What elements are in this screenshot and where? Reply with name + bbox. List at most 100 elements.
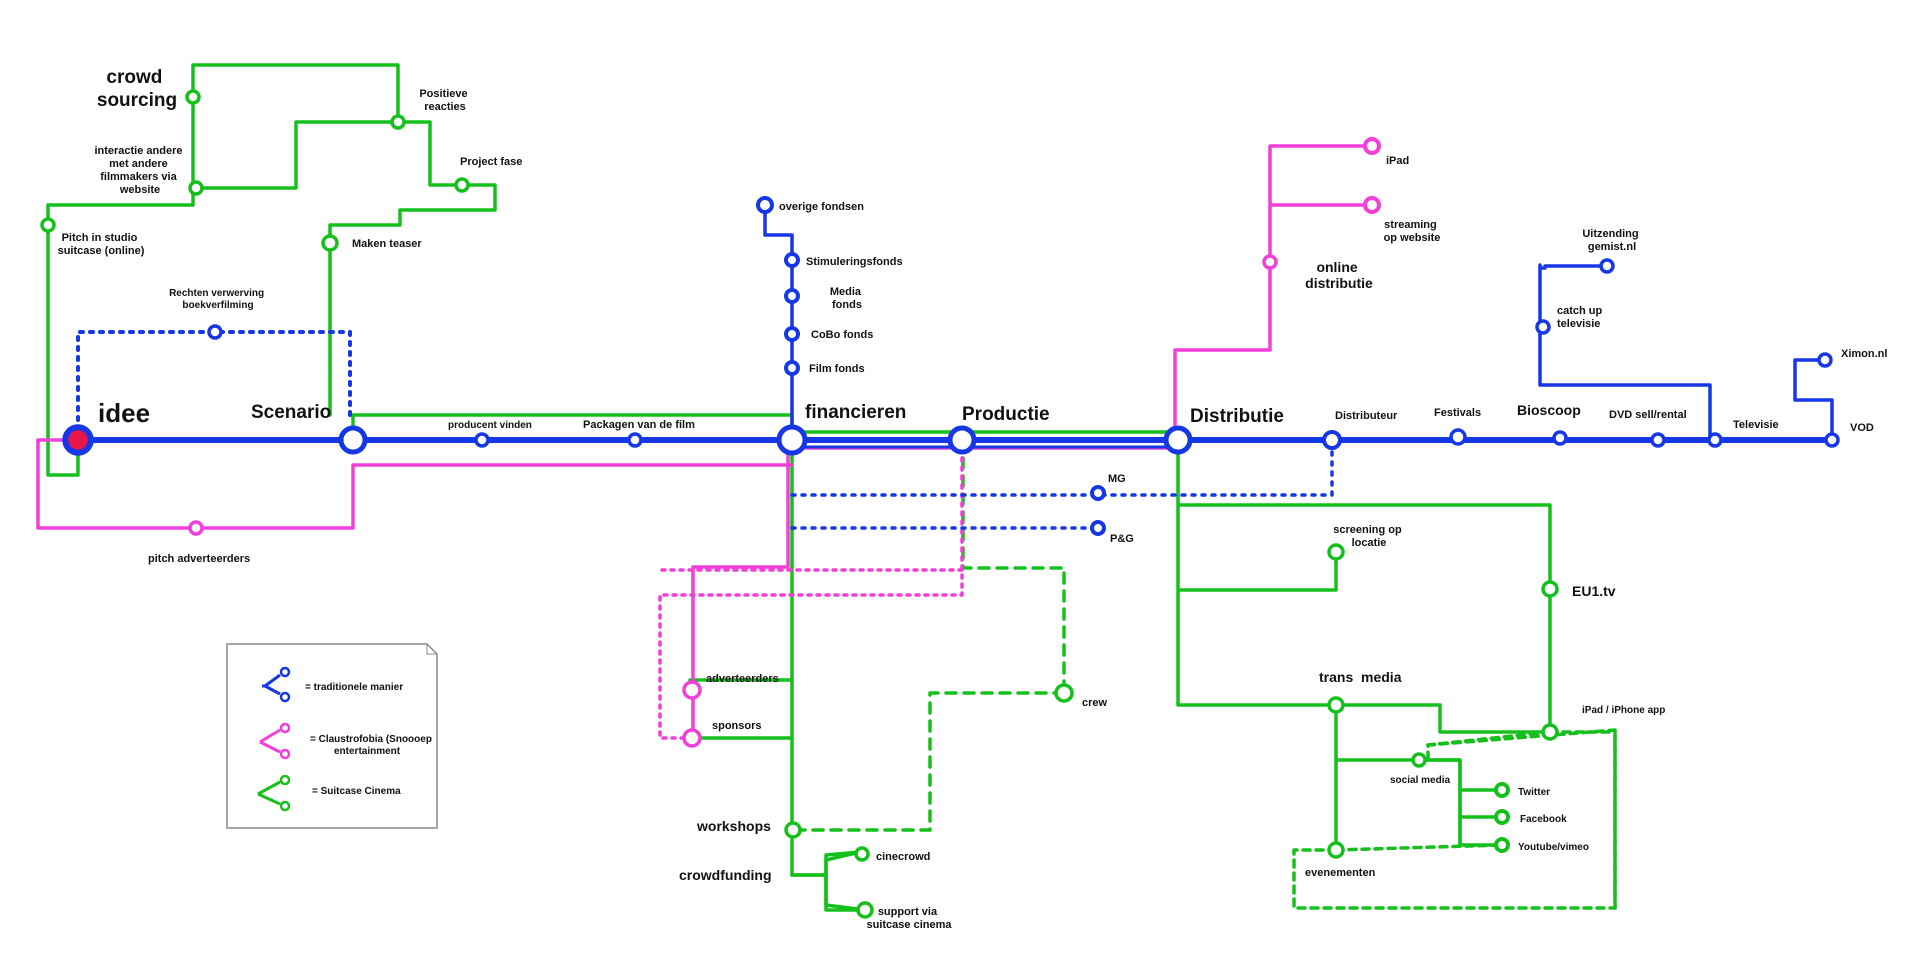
legend-green-dot-top bbox=[279, 774, 291, 786]
station-producent-vinden[interactable] bbox=[474, 432, 490, 448]
station-cobo-fonds[interactable] bbox=[784, 326, 800, 342]
label-evenementen: evenementen bbox=[1305, 867, 1376, 879]
station-distributeur[interactable] bbox=[1322, 430, 1342, 450]
station-ipad-app[interactable] bbox=[1541, 723, 1559, 741]
station-bioscoop[interactable] bbox=[1552, 430, 1568, 446]
station-scenario[interactable] bbox=[338, 425, 368, 455]
legend-green-text: = Suitcase Cinema bbox=[312, 786, 401, 797]
label-ipad-app: iPad / iPhone app bbox=[1582, 705, 1665, 716]
station-workshops[interactable] bbox=[784, 821, 802, 839]
label-pg: P&G bbox=[1110, 533, 1134, 545]
station-project-fase[interactable] bbox=[454, 177, 470, 193]
station-distributie[interactable] bbox=[1163, 425, 1193, 455]
label-stimuleringsfonds: Stimuleringsfonds bbox=[806, 256, 903, 268]
blue-dotted-mg bbox=[790, 438, 1334, 530]
label-support: support via suitcase cinema bbox=[867, 906, 953, 931]
blue-fondsen-branch bbox=[763, 203, 794, 437]
station-ipad[interactable] bbox=[1363, 137, 1381, 155]
station-uitzending[interactable] bbox=[1599, 258, 1615, 274]
label-packagen: Packagen van de film bbox=[583, 419, 695, 431]
label-overige-fondsen: overige fondsen bbox=[779, 201, 864, 213]
station-evenementen[interactable] bbox=[1327, 841, 1345, 859]
label-media-fonds: Media fonds bbox=[830, 286, 864, 311]
station-film-fonds[interactable] bbox=[784, 360, 800, 376]
label-screening: screening op locatie bbox=[1333, 524, 1405, 549]
station-pg[interactable] bbox=[1090, 520, 1106, 536]
station-screening[interactable] bbox=[1327, 543, 1345, 561]
stations bbox=[40, 89, 1840, 919]
label-interactie: interactie andere met andere filmmakers … bbox=[94, 145, 185, 196]
green-dashed-crew bbox=[791, 438, 1066, 832]
label-streaming: streaming op website bbox=[1384, 219, 1441, 244]
station-packagen[interactable] bbox=[627, 432, 643, 448]
station-adverteerders[interactable] bbox=[682, 680, 702, 700]
station-streaming[interactable] bbox=[1363, 196, 1381, 214]
station-crowd-sourcing[interactable] bbox=[185, 89, 201, 105]
label-catch-up: catch up televisie bbox=[1557, 305, 1605, 330]
station-media-fonds[interactable] bbox=[784, 288, 800, 304]
hub-label-productie: Productie bbox=[962, 404, 1050, 425]
label-crowd-sourcing: crowd sourcing bbox=[97, 67, 177, 111]
label-sponsors: sponsors bbox=[712, 720, 762, 732]
station-facebook[interactable] bbox=[1494, 809, 1510, 825]
station-interactie[interactable] bbox=[188, 180, 204, 196]
label-social-media: social media bbox=[1390, 775, 1450, 786]
station-dvd[interactable] bbox=[1650, 432, 1666, 448]
station-youtube[interactable] bbox=[1494, 837, 1510, 853]
green-dashed-app bbox=[1426, 730, 1617, 910]
station-catch-up[interactable] bbox=[1535, 319, 1551, 335]
hub-label-idee: idee bbox=[98, 398, 150, 428]
legend-blue-dot-bottom bbox=[279, 691, 291, 703]
legend-item-green: = Suitcase Cinema bbox=[257, 774, 401, 812]
station-stimuleringsfonds[interactable] bbox=[784, 252, 800, 268]
label-maken-teaser: Maken teaser bbox=[352, 238, 422, 250]
station-ximon[interactable] bbox=[1817, 352, 1833, 368]
green-social-links bbox=[1417, 758, 1504, 847]
pink-financieren-down bbox=[691, 446, 790, 740]
station-online-distributie[interactable] bbox=[1262, 254, 1278, 270]
label-adverteerders: adverteerders bbox=[706, 673, 779, 685]
station-sponsors[interactable] bbox=[682, 728, 702, 748]
label-mg: MG bbox=[1108, 473, 1126, 485]
green-financieren-branch bbox=[688, 443, 867, 912]
station-vod[interactable] bbox=[1824, 432, 1840, 448]
legend-box: = traditionele manier = Claustrofobia (S… bbox=[226, 643, 438, 829]
green-distributie-branch bbox=[1176, 443, 1552, 737]
station-productie[interactable] bbox=[947, 425, 977, 455]
legend-item-pink: = Claustrofobia (Snoooep entertainment bbox=[259, 722, 432, 760]
station-maken-teaser[interactable] bbox=[321, 234, 339, 252]
station-cinecrowd[interactable] bbox=[854, 846, 870, 862]
station-festivals[interactable] bbox=[1449, 428, 1467, 446]
green-interactie-link bbox=[191, 95, 400, 190]
station-overige-fondsen[interactable] bbox=[756, 196, 774, 214]
station-eu1[interactable] bbox=[1541, 580, 1559, 598]
station-rechten[interactable] bbox=[207, 324, 223, 340]
legend-pink-branch-icon bbox=[259, 728, 281, 754]
label-uitzending: Uitzending gemist.nl bbox=[1582, 228, 1641, 253]
station-support[interactable] bbox=[856, 901, 874, 919]
station-mg[interactable] bbox=[1090, 485, 1106, 501]
station-pitch-adverteerders[interactable] bbox=[188, 520, 204, 536]
legend-green-dot-bottom bbox=[279, 800, 291, 812]
station-social-media[interactable] bbox=[1411, 752, 1427, 768]
label-televisie: Televisie bbox=[1733, 419, 1779, 431]
station-crew[interactable] bbox=[1054, 683, 1074, 703]
station-positieve-reacties[interactable] bbox=[390, 114, 406, 130]
label-cinecrowd: cinecrowd bbox=[876, 851, 930, 863]
label-crew: crew bbox=[1082, 697, 1108, 709]
pink-dotted bbox=[658, 438, 964, 740]
hub-label-distributie: Distributie bbox=[1190, 406, 1284, 427]
label-ipad: iPad bbox=[1386, 155, 1409, 167]
label-film-fonds: Film fonds bbox=[809, 363, 865, 375]
station-televisie[interactable] bbox=[1707, 432, 1723, 448]
station-financieren[interactable] bbox=[776, 424, 808, 456]
station-trans-media[interactable] bbox=[1327, 696, 1345, 714]
label-pitch-adverteerders: pitch adverteerders bbox=[148, 553, 250, 565]
hub-label-scenario: Scenario bbox=[251, 402, 331, 423]
station-pitch-studio[interactable] bbox=[40, 217, 56, 233]
label-eu1: EU1.tv bbox=[1572, 583, 1616, 599]
label-vod: VOD bbox=[1850, 422, 1874, 434]
station-twitter[interactable] bbox=[1494, 782, 1510, 798]
green-crowdsourcing-loop bbox=[191, 63, 497, 417]
